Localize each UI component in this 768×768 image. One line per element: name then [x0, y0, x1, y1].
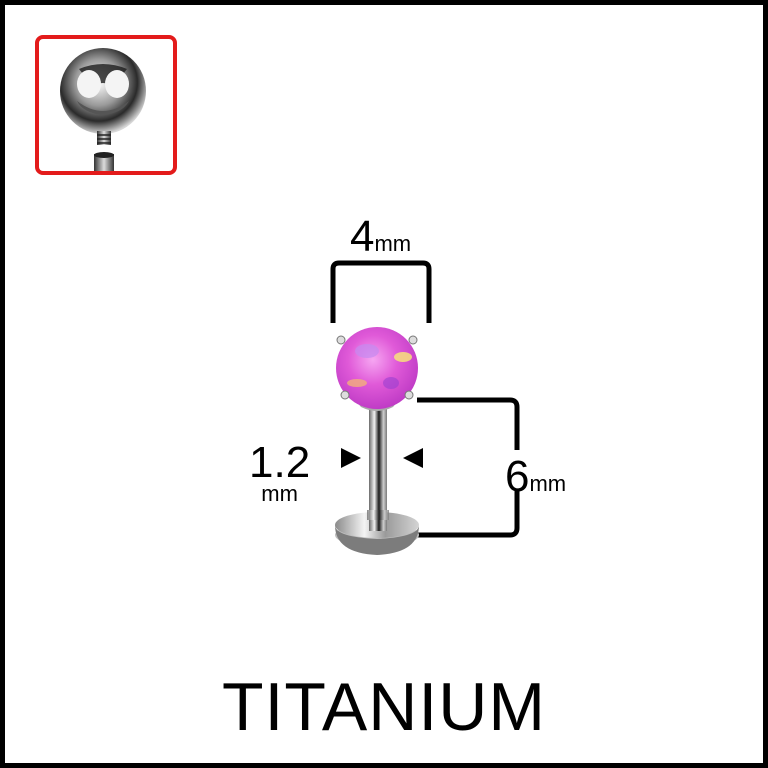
material-label: TITANIUM — [221, 669, 547, 745]
gauge-label: 1.2 mm — [249, 441, 310, 505]
gauge-value: 1.2 — [249, 438, 311, 487]
opal-gem — [336, 327, 418, 409]
top-width-label: 4mm — [350, 215, 411, 259]
width-bracket — [330, 260, 432, 323]
length-unit: mm — [529, 471, 567, 496]
length-label: 6mm — [505, 455, 566, 499]
gauge-arrow-right — [403, 448, 423, 468]
gauge-unit: mm — [261, 481, 298, 506]
thumbnail-ball-top[interactable] — [35, 35, 177, 175]
labret-diagram — [330, 260, 520, 555]
length-bracket — [417, 397, 520, 538]
gauge-arrow-left — [341, 448, 361, 468]
length-value: 6 — [505, 452, 530, 501]
top-width-unit: mm — [374, 231, 412, 256]
top-width-value: 4 — [350, 212, 375, 261]
threaded-ball-icon — [60, 48, 146, 171]
